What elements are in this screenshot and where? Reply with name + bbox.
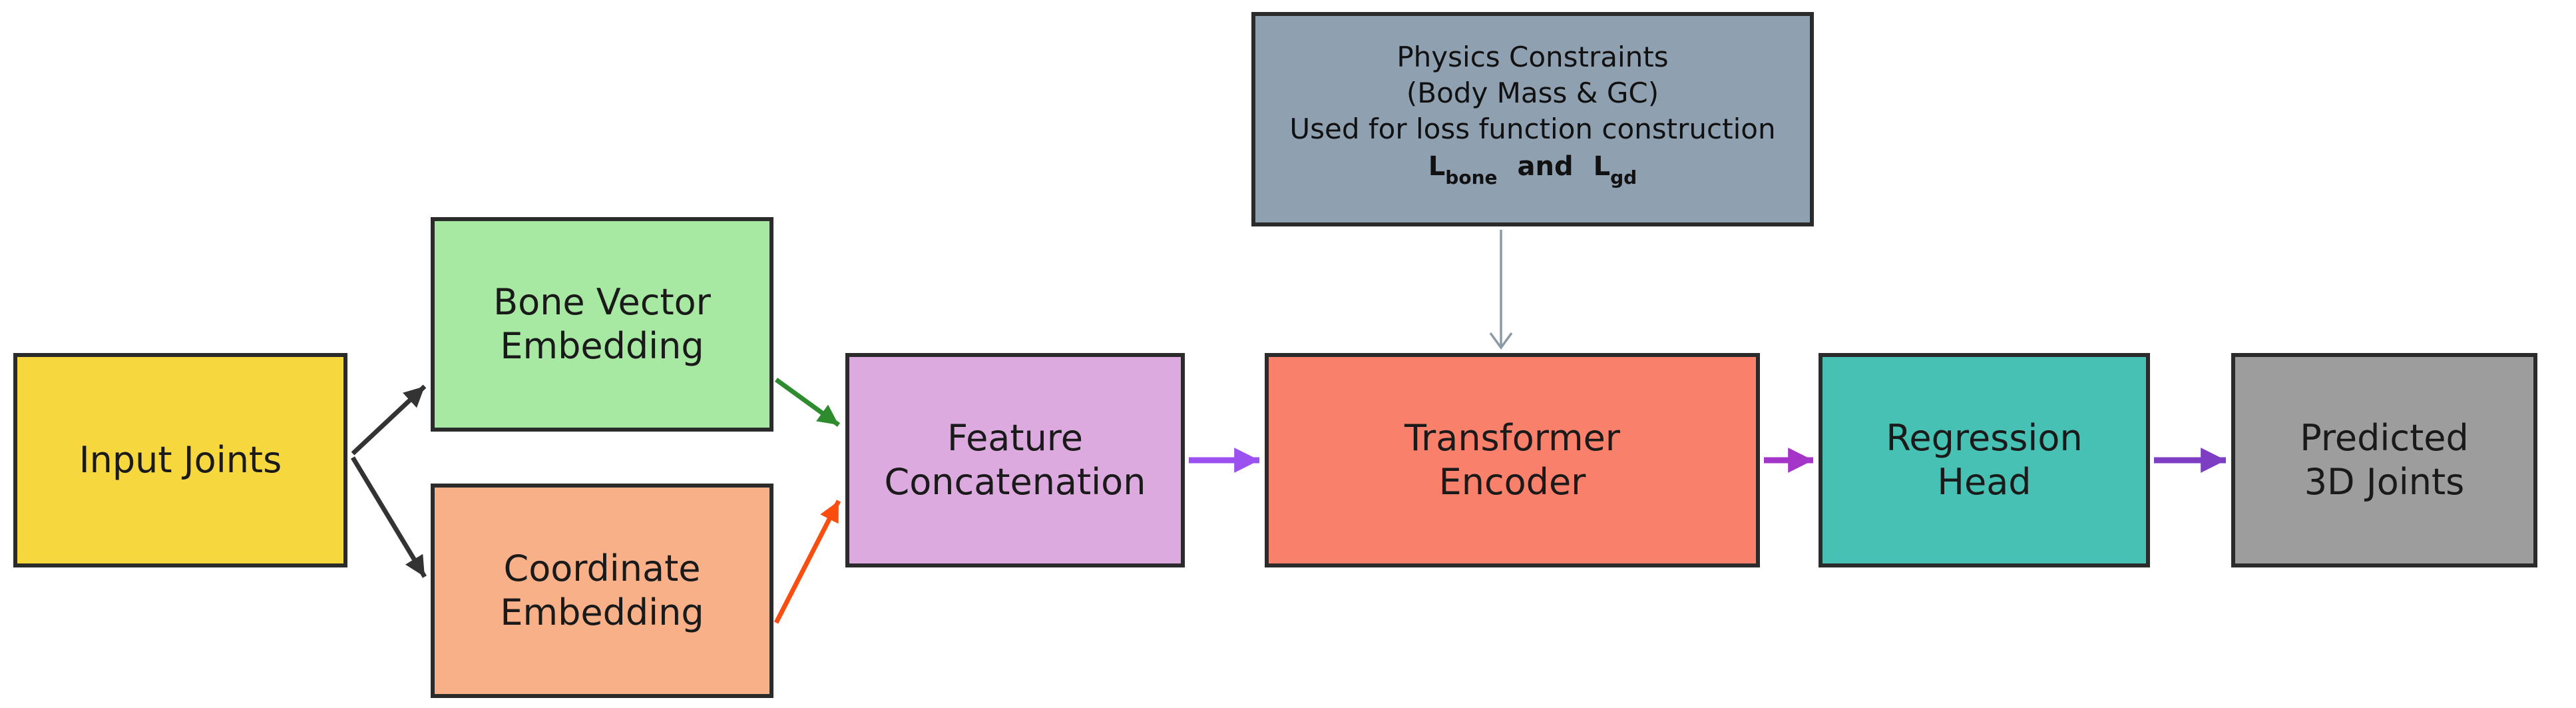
loss-subscript-gd: gd [1610, 166, 1637, 188]
physics-constraints-line1: Physics Constraints [1396, 41, 1669, 74]
node-transformer-encoder-label: Transformer Encoder [1404, 417, 1621, 503]
node-feature-concatenation-label: Feature Concatenation [884, 417, 1146, 503]
loss-symbol-bone: L [1428, 151, 1446, 182]
node-input-joints: Input Joints [13, 353, 347, 567]
arrow-input-to-bone-vector [351, 384, 427, 456]
node-feature-concatenation: Feature Concatenation [845, 353, 1185, 567]
node-coordinate-embedding: Coordinate Embedding [431, 484, 773, 698]
node-transformer-encoder: Transformer Encoder [1265, 353, 1760, 567]
node-bone-vector-embedding: Bone Vector Embedding [431, 217, 773, 432]
node-physics-constraints: Physics Constraints (Body Mass & GC) Use… [1251, 12, 1814, 226]
loss-symbol-gd: L [1593, 151, 1611, 182]
arrow-coordinate-to-feature [773, 500, 841, 624]
node-bone-vector-embedding-label: Bone Vector Embedding [493, 281, 711, 367]
arrow-bone-to-feature [774, 378, 841, 427]
loss-conjunction: and [1517, 151, 1574, 182]
node-regression-head: Regression Head [1819, 353, 2150, 567]
node-input-joints-label: Input Joints [79, 439, 282, 482]
node-predicted-3d-joints-label: Predicted 3D Joints [2300, 417, 2469, 503]
node-coordinate-embedding-label: Coordinate Embedding [500, 547, 704, 633]
loss-subscript-bone: bone [1445, 166, 1498, 188]
physics-constraints-line3: Used for loss function construction [1289, 112, 1776, 145]
physics-constraints-line2: (Body Mass & GC) [1406, 77, 1659, 110]
node-regression-head-label: Regression Head [1886, 417, 2083, 503]
arrowhead-physics-chevron-icon [1489, 332, 1513, 350]
arrow-input-to-coordinate [351, 456, 427, 578]
node-predicted-3d-joints: Predicted 3D Joints [2231, 353, 2537, 567]
